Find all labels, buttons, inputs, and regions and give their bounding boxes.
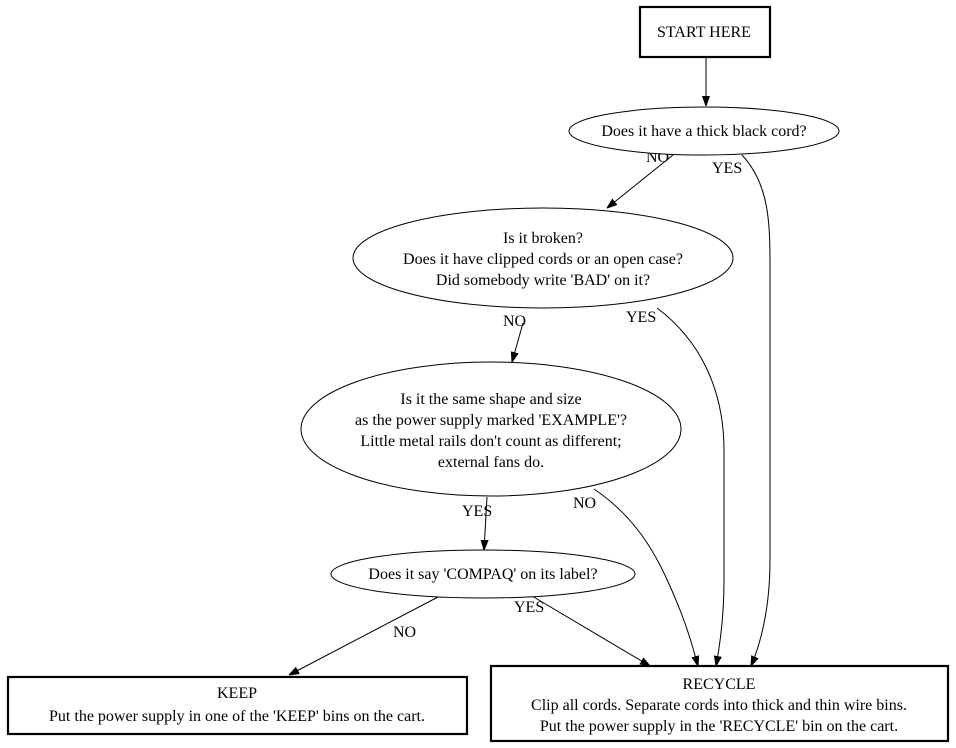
recycle-node-title: RECYCLE: [683, 676, 756, 693]
edge-label-q4-yes: YES: [514, 599, 544, 616]
question-same-shape: Is it the same shape and size as the pow…: [300, 361, 682, 497]
question-same-shape-line-2: as the power supply marked 'EXAMPLE'?: [355, 412, 627, 429]
edge-q4-to-keep-no: [289, 596, 439, 675]
question-compaq-line-1: Does it say 'COMPAQ' on its label?: [368, 566, 597, 583]
question-thick-cord: Does it have a thick black cord?: [568, 106, 840, 156]
edge-q1-to-recycle-yes: [741, 154, 771, 666]
start-node-label: START HERE: [657, 24, 751, 41]
keep-node-instruction: Put the power supply in one of the 'KEEP…: [49, 708, 425, 725]
edge-q1-to-q2-no: [607, 154, 674, 208]
edge-label-q2-no: NO: [503, 313, 526, 330]
question-same-shape-line-4: external fans do.: [438, 454, 544, 471]
question-same-shape-line-1: Is it the same shape and size: [400, 391, 581, 408]
edge-label-q4-no: NO: [393, 624, 416, 641]
edge-q2-to-q3-no: [512, 322, 524, 362]
start-node: START HERE: [638, 5, 772, 59]
keep-node: KEEP Put the power supply in one of the …: [6, 675, 469, 736]
edges: NO YES NO YES YES NO NO YES: [289, 57, 771, 675]
question-thick-cord-line-1: Does it have a thick black cord?: [601, 123, 806, 140]
recycle-node-instruction-2: Put the power supply in the 'RECYCLE' bi…: [540, 718, 898, 735]
edge-q2-to-recycle-yes: [656, 307, 725, 666]
question-broken-line-1: Is it broken?: [503, 230, 583, 247]
edge-label-q3-no: NO: [573, 495, 596, 512]
edge-label-q1-yes: YES: [712, 160, 742, 177]
recycle-node: RECYCLE Clip all cords. Separate cords i…: [489, 664, 950, 743]
recycle-node-instruction-1: Clip all cords. Separate cords into thic…: [531, 697, 907, 714]
edge-label-q2-yes: YES: [626, 309, 656, 326]
question-broken: Is it broken? Does it have clipped cords…: [352, 207, 734, 309]
edge-q4-to-recycle-yes: [531, 595, 650, 666]
question-same-shape-line-3: Little metal rails don't count as differ…: [360, 433, 621, 450]
question-broken-line-2: Does it have clipped cords or an open ca…: [403, 251, 683, 268]
keep-node-title: KEEP: [217, 685, 257, 702]
question-compaq: Does it say 'COMPAQ' on its label?: [330, 549, 636, 599]
question-broken-line-3: Did somebody write 'BAD' on it?: [436, 272, 650, 289]
edge-q3-to-recycle-no: [593, 488, 698, 666]
edge-q3-to-q4-yes: [484, 496, 487, 550]
edge-label-q3-yes: YES: [462, 503, 492, 520]
